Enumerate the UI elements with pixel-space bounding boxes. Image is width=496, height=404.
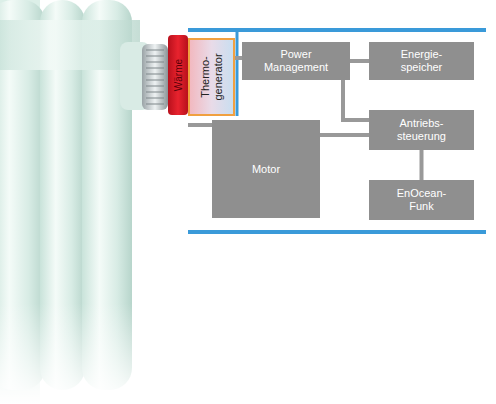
radio-box: EnOcean- Funk	[369, 180, 474, 220]
node-label: Antriebs- steuerung	[392, 117, 452, 143]
thermogenerator-box: Thermo- generator	[188, 38, 235, 116]
motor-box: Motor	[212, 120, 320, 218]
node-label: Thermo- generator	[199, 41, 225, 113]
control-box: Antriebs- steuerung	[369, 110, 474, 150]
connector-line	[320, 133, 369, 137]
node-label: EnOcean- Funk	[392, 187, 452, 213]
process-box: Power Management	[242, 42, 350, 80]
node-label: Energie- speicher	[392, 48, 452, 74]
storage-box: Energie- speicher	[369, 42, 474, 80]
connector-line	[420, 150, 424, 180]
connector-line	[235, 56, 242, 60]
connector-line	[343, 80, 369, 120]
node-label: Wärme	[172, 38, 185, 112]
node-label: Power Management	[247, 48, 345, 74]
node-label: Motor	[252, 163, 280, 176]
heat-bar: Wärme	[168, 35, 188, 115]
connector-line	[350, 59, 369, 63]
